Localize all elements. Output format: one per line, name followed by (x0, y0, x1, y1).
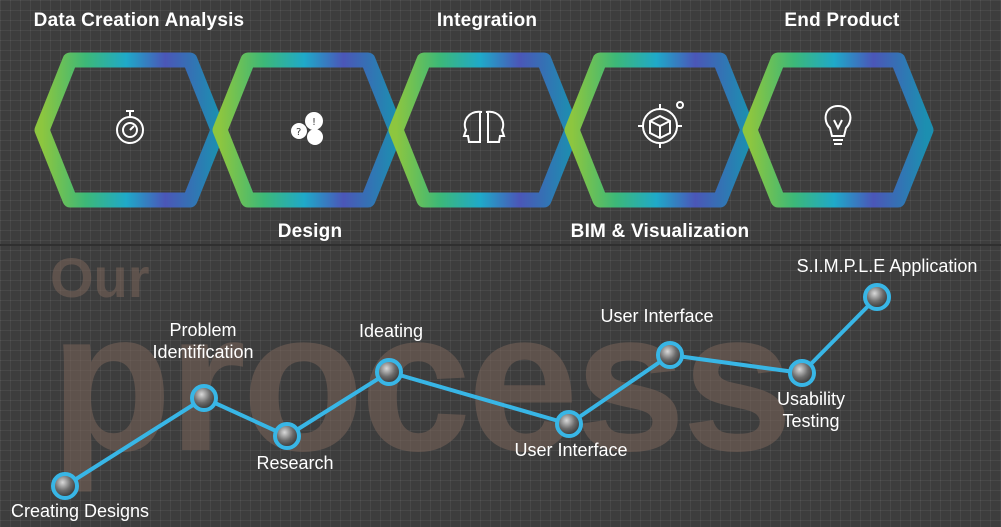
hex-chain: ? ! (34, 52, 934, 208)
stopwatch-icon (116, 110, 144, 144)
stage-label-design: Design (277, 221, 343, 242)
panel-divider (0, 244, 1001, 246)
process-node (375, 358, 403, 386)
process-node (555, 410, 583, 438)
step-label-user-interface-2: User Interface (600, 306, 714, 326)
process-node (190, 384, 218, 412)
step-label-simple-application: S.I.M.P.L.E Application (796, 256, 978, 276)
stage-label-end-product: End Product (784, 10, 900, 31)
svg-text:?: ? (296, 127, 301, 138)
stage-label-integration: Integration (436, 10, 538, 31)
stages-panel: ? ! Data Creation Analysis Design In (0, 0, 1001, 245)
process-node (273, 422, 301, 450)
process-node (863, 283, 891, 311)
3d-cube-icon (638, 101, 684, 148)
step-label-research: Research (256, 453, 334, 473)
idea-bubbles-icon: ? ! (291, 112, 323, 145)
stage-hexagon (742, 52, 934, 208)
process-node (788, 359, 816, 387)
step-label-user-interface-1: User Interface (514, 440, 628, 460)
process-node (51, 472, 79, 500)
step-label-ideating: Ideating (358, 321, 424, 341)
svg-text:!: ! (312, 117, 316, 128)
step-label-creating-designs: Creating Designs (10, 501, 150, 521)
lightbulb-icon (824, 104, 852, 145)
background-text-our: Our (50, 246, 150, 309)
process-connector-line (63, 295, 879, 488)
stage-label-bim-visualization: BIM & Visualization (570, 221, 750, 242)
process-node (656, 341, 684, 369)
two-heads-icon (462, 110, 506, 143)
stage-label-data-creation-analysis: Data Creation Analysis (33, 10, 245, 31)
